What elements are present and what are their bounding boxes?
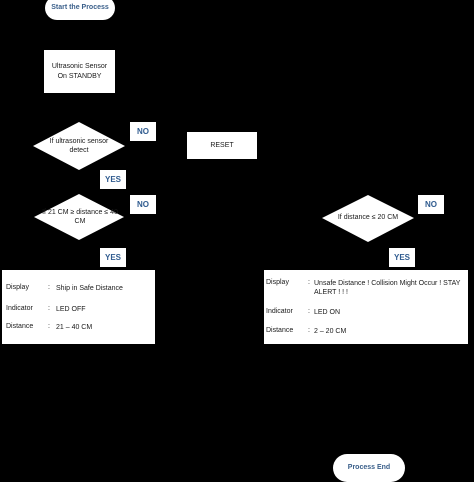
yes-left-label: YES: [100, 248, 126, 267]
end-label: Process End: [347, 464, 391, 472]
end-terminal: Process End: [333, 454, 405, 482]
safe-display-sep: :: [48, 284, 50, 291]
safe-status-panel: Display : Ship in Safe Distance Indicato…: [2, 270, 155, 344]
reset-process-box: RESET: [187, 132, 257, 159]
alert-indicator-sep: :: [308, 308, 310, 315]
alert-display-key: Display: [266, 279, 289, 286]
alert-distance-value: 2 – 20 CM: [314, 328, 347, 335]
alert-indicator-value: LED ON: [314, 309, 341, 316]
safe-distance-key: Distance: [6, 323, 34, 330]
range-right-decision-diamond: [322, 195, 414, 242]
start-terminal: Start the Process: [45, 0, 115, 20]
alert-display-value: Unsafe Distance ! Collision Might Occur …: [314, 280, 461, 297]
alert-display-sep: :: [308, 279, 310, 286]
detect-question-label: If ultrasonic sensor detect: [49, 137, 109, 154]
range-right-question-label: If distance ≤ 20 CM: [337, 214, 399, 222]
alert-distance-sep: :: [308, 327, 310, 334]
detect-decision-diamond: [33, 122, 125, 170]
safe-indicator-value: LED OFF: [56, 306, 86, 313]
alert-status-panel: Display : Unsafe Distance ! Collision Mi…: [264, 270, 468, 344]
reset-label: RESET: [210, 141, 234, 149]
safe-distance-value: 21 – 40 CM: [56, 324, 93, 331]
range-left-decision-diamond: [34, 194, 124, 240]
range-left-question-label: If 21 CM ≥ distance ≤ 40 CM: [42, 208, 118, 225]
no-right-label: NO: [418, 195, 444, 214]
safe-indicator-sep: :: [48, 305, 50, 312]
no-detect-label: NO: [130, 122, 156, 141]
start-label: Start the Process: [51, 4, 109, 12]
alert-indicator-key: Indicator: [266, 308, 293, 315]
safe-display-key: Display: [6, 284, 29, 291]
yes-right-label: YES: [389, 248, 415, 267]
safe-indicator-key: Indicator: [6, 305, 33, 312]
safe-distance-sep: :: [48, 323, 50, 330]
standby-label: Ultrasonic Sensor On STANDBY: [51, 63, 108, 80]
alert-distance-key: Distance: [266, 327, 294, 334]
yes-detect-label: YES: [100, 170, 126, 189]
safe-display-value: Ship in Safe Distance: [56, 285, 123, 292]
standby-process-box: Ultrasonic Sensor On STANDBY: [44, 50, 115, 93]
no-left-label: NO: [130, 195, 156, 214]
